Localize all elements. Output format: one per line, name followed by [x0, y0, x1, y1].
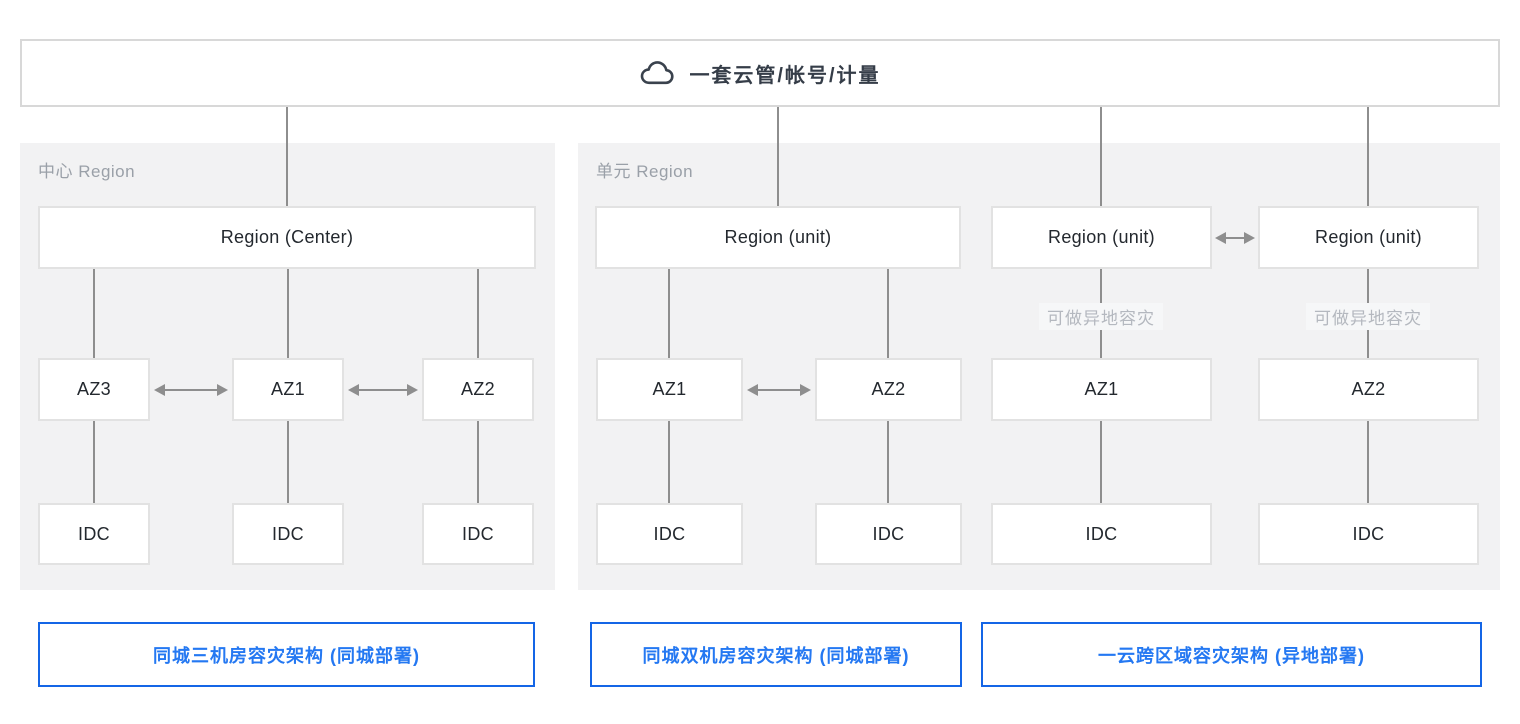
region-unit-box-3: Region (unit)	[1258, 206, 1479, 269]
three-datacenter-dr-button[interactable]: 同城三机房容灾架构 (同城部署)	[38, 622, 535, 687]
cloud-management-bar: 一套云管/帐号/计量	[20, 39, 1500, 107]
idc-box: IDC	[1258, 503, 1479, 565]
az3-box: AZ3	[38, 358, 150, 421]
connector-line	[287, 421, 289, 503]
unit-az2-box: AZ2	[815, 358, 962, 421]
idc-box: IDC	[38, 503, 150, 565]
remote-dr-note-2: 可做异地容灾	[1306, 303, 1430, 330]
center-region-panel-label: 中心 Region	[38, 162, 136, 181]
connector-line	[286, 107, 288, 206]
bidirectional-arrow-icon	[1215, 231, 1255, 245]
dual-datacenter-dr-button[interactable]: 同城双机房容灾架构 (同城部署)	[590, 622, 962, 687]
remote-dr-note-1: 可做异地容灾	[1039, 303, 1163, 330]
cloud-icon	[639, 60, 675, 86]
az1-box: AZ1	[232, 358, 344, 421]
connector-line	[1100, 421, 1102, 503]
connector-line	[93, 421, 95, 503]
cross-region-dr-button[interactable]: 一云跨区域容灾架构 (异地部署)	[981, 622, 1482, 687]
idc-box: IDC	[991, 503, 1212, 565]
idc-box: IDC	[232, 503, 344, 565]
bidirectional-arrow-icon	[154, 383, 228, 397]
unit-region-panel-label: 单元 Region	[596, 162, 694, 181]
idc-box: IDC	[815, 503, 962, 565]
unit-az1-box: AZ1	[596, 358, 743, 421]
connector-line	[668, 269, 670, 358]
connector-line	[1367, 107, 1369, 206]
connector-line	[887, 269, 889, 358]
unit-az2-box-2: AZ2	[1258, 358, 1479, 421]
region-unit-box-2: Region (unit)	[991, 206, 1212, 269]
connector-line	[1100, 107, 1102, 206]
connector-line	[1367, 421, 1369, 503]
idc-box: IDC	[422, 503, 534, 565]
region-center-box: Region (Center)	[38, 206, 536, 269]
unit-az1-box-2: AZ1	[991, 358, 1212, 421]
connector-line	[93, 269, 95, 358]
az2-box: AZ2	[422, 358, 534, 421]
connector-line	[777, 107, 779, 206]
connector-line	[287, 269, 289, 358]
connector-line	[477, 269, 479, 358]
connector-line	[887, 421, 889, 503]
bidirectional-arrow-icon	[348, 383, 418, 397]
bidirectional-arrow-icon	[747, 383, 811, 397]
region-unit-box-1: Region (unit)	[595, 206, 961, 269]
connector-line	[477, 421, 479, 503]
idc-box: IDC	[596, 503, 743, 565]
connector-line	[668, 421, 670, 503]
cloud-management-title: 一套云管/帐号/计量	[689, 64, 881, 87]
